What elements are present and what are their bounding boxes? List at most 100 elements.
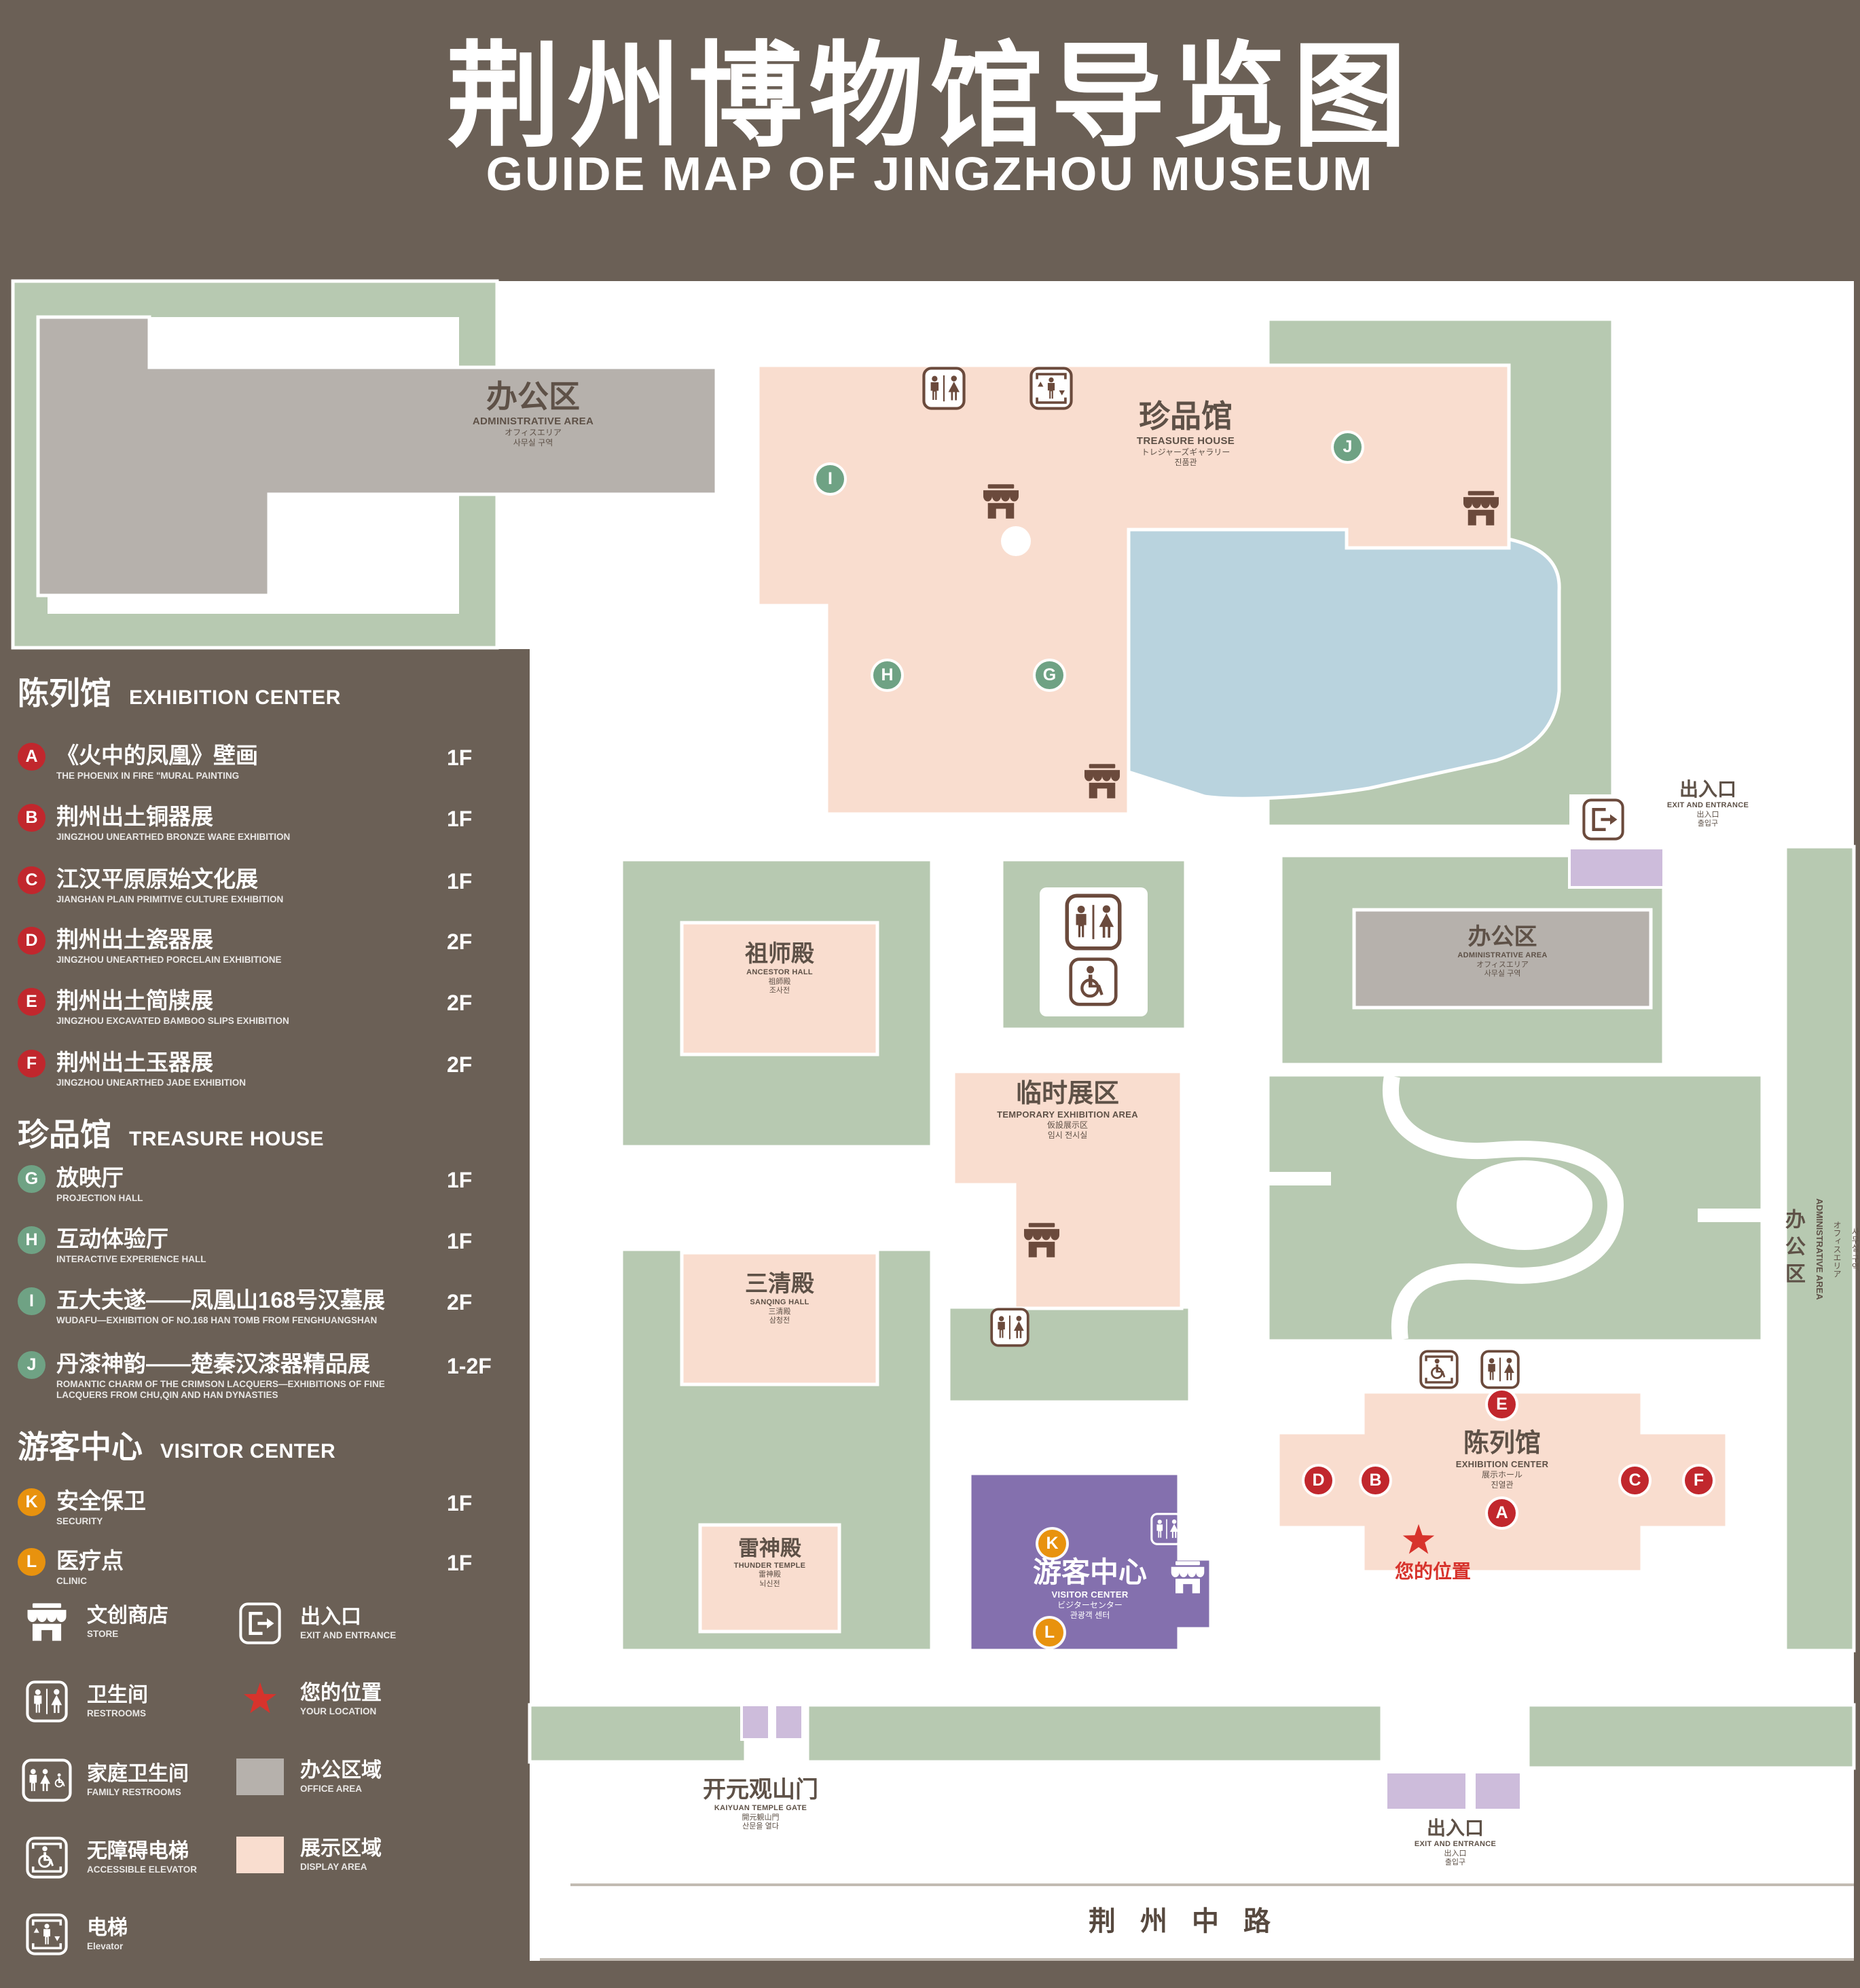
legend-item-a: A 《火中的凤凰》壁画 THE PHOENIX IN FIRE "MURAL P…	[18, 743, 496, 781]
page-title-zh: 荆州博物馆导览图	[446, 33, 1414, 160]
restrooms-icon	[922, 367, 966, 410]
map-marker-c: C	[1621, 1467, 1649, 1494]
legend-section-exhibition-center: 陈列馆 EXHIBITION CENTER	[18, 669, 341, 714]
legend-symbol-text: 文创商店 STORE	[87, 1604, 168, 1640]
exit-icon	[231, 1602, 289, 1644]
display-area-swatch	[231, 1837, 289, 1873]
item-en: THE PHOENIX IN FIRE "MURAL PAINTING	[56, 770, 240, 781]
legend-section-treasure-house: 珍品馆 TREASURE HOUSE	[18, 1110, 324, 1155]
label-zh: 三清殿	[745, 1271, 814, 1297]
store-icon	[1461, 490, 1501, 526]
item-floor: 2F	[447, 1290, 473, 1314]
label-en: KAIYUAN TEMPLE GATE	[714, 1804, 807, 1813]
visitor-center-building	[968, 1471, 1213, 1653]
legend-symbol-store: 文创商店 STORE	[18, 1602, 168, 1642]
label-en: ADMINISTRATIVE AREA	[1815, 1198, 1825, 1300]
temporary-exhibition-building	[951, 1069, 1184, 1310]
symbol-en: Elevator	[87, 1941, 124, 1952]
map-marker-i: I	[816, 465, 844, 493]
map-label-sanqing-hall: 三清殿 SANQING HALL 三清殿 삼청전	[682, 1270, 877, 1326]
legend-marker-l: L	[18, 1548, 45, 1576]
item-floor: 1-2F	[447, 1354, 492, 1378]
road	[540, 1883, 1854, 1961]
item-en: JINGZHOU UNEARTHED JADE EXHIBITION	[56, 1077, 247, 1088]
legend-item-text: 《火中的凤凰》壁画 THE PHOENIX IN FIRE "MURAL PAI…	[56, 743, 437, 781]
item-zh: 五大夫遂——凤凰山168号汉墓展	[56, 1287, 386, 1312]
label-zh: 办公区	[1782, 1209, 1804, 1290]
restrooms-icon	[1480, 1350, 1520, 1389]
item-en: INTERACTIVE EXPERIENCE HALL	[56, 1253, 206, 1264]
item-zh: 安全保卫	[56, 1488, 146, 1513]
label-ja: 開元観山門	[742, 1813, 780, 1822]
symbol-zh: 电梯	[87, 1916, 128, 1939]
symbol-zh: 您的位置	[300, 1681, 382, 1704]
store-icon	[981, 483, 1021, 519]
legend-symbol-display-area: 展示区域 DISPLAY AREA	[231, 1837, 382, 1873]
store-icon	[1082, 763, 1122, 799]
legend-marker-c: C	[18, 866, 45, 894]
legend-symbol-your-location: 您的位置 YOUR LOCATION	[231, 1680, 382, 1718]
item-floor: 1F	[447, 869, 473, 894]
symbol-zh: 家庭卫生间	[87, 1762, 189, 1785]
symbol-zh: 卫生间	[87, 1683, 148, 1706]
legend-symbol-text: 您的位置 YOUR LOCATION	[300, 1682, 382, 1718]
label-zh: 临时展区	[1015, 1080, 1119, 1108]
exit-icon	[1582, 798, 1624, 841]
thunder-temple-building	[698, 1523, 841, 1634]
symbol-zh: 文创商店	[87, 1604, 168, 1627]
legend-item-c: C 江汉平原原始文化展 JIANGHAN PLAIN PRIMITIVE CUL…	[18, 866, 496, 905]
legend-symbol-elevator: 电梯 Elevator	[18, 1913, 128, 1955]
label-zh: 出入口	[1679, 779, 1736, 800]
map-marker-g: G	[1036, 661, 1063, 689]
section-title-zh: 珍品馆	[18, 1117, 111, 1152]
section-title-en: VISITOR CENTER	[160, 1440, 336, 1462]
item-zh: 荆州出土玉器展	[56, 1050, 213, 1075]
label-en: EXIT AND ENTRANCE	[1414, 1840, 1497, 1849]
map-label-visitor-center: 游客中心 VISITOR CENTER ビジターセンター 관광객 센터	[991, 1555, 1188, 1620]
elevator-icon	[1029, 367, 1073, 410]
item-floor: 1F	[447, 1491, 473, 1515]
legend-symbol-office-area: 办公区域 OFFICE AREA	[231, 1759, 382, 1795]
legend-item-l: L 医疗点 CLINIC 1F	[18, 1548, 496, 1587]
store-icon	[1022, 1222, 1061, 1258]
label-zh: 办公区	[486, 379, 580, 414]
legend-item-b: B 荆州出土铜器展 JINGZHOU UNEARTHED BRONZE WARE…	[18, 804, 496, 843]
sanqing-hall-building	[680, 1251, 879, 1386]
treasure-house-building	[756, 363, 1511, 816]
legend-item-d: D 荆州出土瓷器展 JINGZHOU UNEARTHED PORCELAIN E…	[18, 927, 496, 965]
ancestor-hall-building	[680, 921, 879, 1056]
family-restrooms-icon	[18, 1759, 76, 1802]
label-zh: 珍品馆	[1139, 399, 1233, 434]
item-zh: 《火中的凤凰》壁画	[56, 743, 258, 768]
label-ko: 사무실 구역	[1484, 970, 1521, 978]
label-en: EXHIBITION CENTER	[1455, 1459, 1549, 1470]
map-marker-d: D	[1305, 1467, 1332, 1494]
legend-symbol-text: 家庭卫生间 FAMILY RESTROOMS	[87, 1763, 189, 1799]
label-en: ADMINISTRATIVE AREA	[472, 416, 594, 428]
item-floor: 1F	[447, 1229, 473, 1253]
legend-marker-j: J	[18, 1351, 45, 1379]
label-ja: 展示ホール	[1481, 1470, 1522, 1480]
road-label: 荆州中路	[530, 1905, 1854, 1938]
legend-item-text: 五大夫遂——凤凰山168号汉墓展 WUDAFU—EXHIBITION OF NO…	[56, 1287, 437, 1326]
label-zh: 游客中心	[1032, 1556, 1147, 1588]
legend-marker-d: D	[18, 927, 45, 955]
restrooms-icon	[18, 1680, 76, 1723]
map-label-admin-top: 办公区 ADMINISTRATIVE AREA オフィスエリア 사무실 구역	[380, 378, 686, 448]
location-star-icon	[231, 1680, 289, 1718]
item-en: SECURITY	[56, 1515, 103, 1526]
label-ja: 祖師殿	[768, 977, 791, 986]
map-label-exit-bottom: 出入口 EXIT AND ENTRANCE 出入口 출입구	[1367, 1817, 1544, 1867]
item-floor: 2F	[447, 1052, 473, 1077]
legend-symbol-text: 电梯 Elevator	[87, 1917, 128, 1953]
label-ja: オフィスエリア	[505, 428, 562, 438]
legend-marker-b: B	[18, 804, 45, 832]
legend-marker-a: A	[18, 743, 45, 771]
road-name: 荆州中路	[1089, 1907, 1295, 1936]
label-ko: 임시 전시실	[1047, 1130, 1088, 1140]
label-en: VISITOR CENTER	[1051, 1589, 1129, 1600]
your-location-label: 您的位置	[1351, 1560, 1514, 1583]
elevator-icon	[18, 1913, 76, 1955]
label-ko: 진열관	[1491, 1479, 1514, 1490]
item-zh: 互动体验厅	[56, 1226, 168, 1251]
